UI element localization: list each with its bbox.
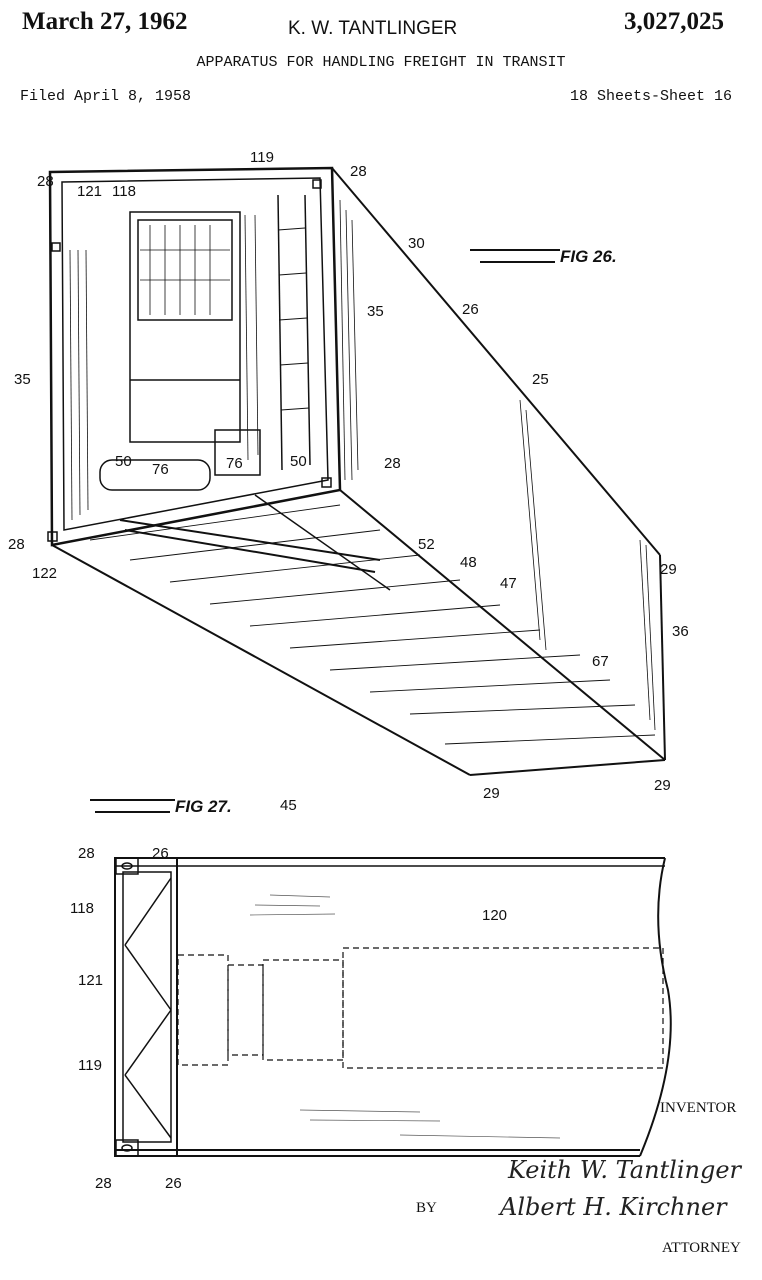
ref-numeral: 50 xyxy=(290,453,307,470)
ref-numeral: 67 xyxy=(592,653,609,670)
patent-title: APPARATUS FOR HANDLING FREIGHT IN TRANSI… xyxy=(196,54,566,71)
ref-numeral: 76 xyxy=(152,461,169,478)
inventor-label: INVENTOR xyxy=(660,1100,737,1116)
fig27-drawing: FIG 27. 45 28 26 118 120 121 xyxy=(70,797,672,1192)
ref-numeral: 28 xyxy=(8,536,25,553)
ref-numeral: 29 xyxy=(483,785,500,802)
ref-numeral: 29 xyxy=(660,561,677,578)
attorney-signature: Albert H. Kirchner xyxy=(498,1193,728,1221)
sheet-number: 18 Sheets-Sheet 16 xyxy=(569,88,732,105)
by-label: BY xyxy=(416,1200,437,1216)
fig27-label: FIG 27. xyxy=(175,797,232,816)
ref-numeral: 118 xyxy=(112,183,136,200)
ref-numeral: 35 xyxy=(14,371,31,388)
patent-date: March 27, 1962 xyxy=(22,8,188,35)
ref-numeral: 52 xyxy=(418,536,435,553)
inventor-name: K. W. TANTLINGER xyxy=(288,18,458,39)
ref-numeral: 28 xyxy=(384,455,401,472)
ref-numeral: 26 xyxy=(152,845,169,862)
ref-numeral: 118 xyxy=(70,900,94,917)
ref-numeral: 26 xyxy=(462,301,479,318)
ref-numeral: 28 xyxy=(78,845,95,862)
ref-numeral: 28 xyxy=(37,173,54,190)
ref-numeral: 36 xyxy=(672,623,689,640)
filed-date: Filed April 8, 1958 xyxy=(20,88,192,105)
ref-numeral: 48 xyxy=(460,554,477,571)
ref-numeral: 26 xyxy=(165,1175,182,1192)
ref-numeral: 28 xyxy=(350,163,367,180)
ref-numeral: 121 xyxy=(78,972,103,989)
ref-numeral: 76 xyxy=(226,455,243,472)
ref-numeral: 122 xyxy=(32,565,57,582)
ref-numeral: 25 xyxy=(532,371,549,388)
ref-numeral: 35 xyxy=(367,303,384,320)
ref-numeral: 28 xyxy=(95,1175,112,1192)
fig26-drawing: FIG 26. 119 28 121 118 28 30 35 26 35 25… xyxy=(8,149,689,802)
ref-numeral: 45 xyxy=(280,797,297,814)
ref-numeral: 30 xyxy=(408,235,425,252)
ref-numeral: 121 xyxy=(77,183,102,200)
ref-numeral: 50 xyxy=(115,453,132,470)
fig26-label: FIG 26. xyxy=(560,247,617,266)
ref-numeral: 29 xyxy=(654,777,671,794)
patent-number: 3,027,025 xyxy=(624,8,724,35)
ref-numeral: 119 xyxy=(78,1057,102,1074)
ref-numeral: 47 xyxy=(500,575,517,592)
inventor-signature: Keith W. Tantlinger xyxy=(507,1156,743,1184)
ref-numeral: 120 xyxy=(482,907,507,924)
ref-numeral: 119 xyxy=(250,149,274,166)
attorney-label: ATTORNEY xyxy=(662,1240,741,1256)
